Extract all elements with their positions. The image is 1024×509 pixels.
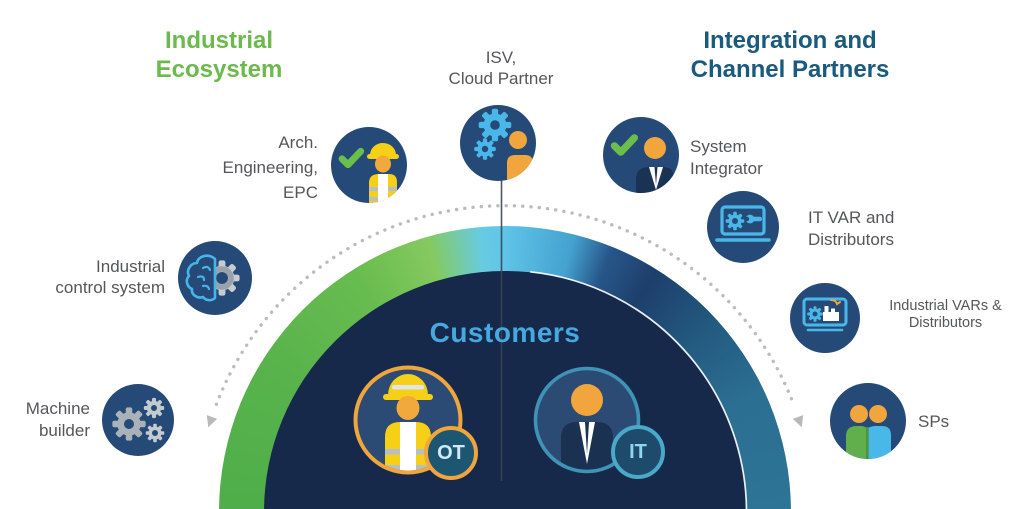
label-line: Engineering, xyxy=(222,158,318,177)
label-line: control system xyxy=(55,278,165,297)
ot-badge: OT xyxy=(424,426,478,480)
gears-person-icon xyxy=(460,105,536,181)
gears-icon xyxy=(102,384,174,456)
node-label-isv: ISV, Cloud Partner xyxy=(401,47,601,89)
node-label-arch-engineering-epc: Arch. Engineering, EPC xyxy=(158,130,318,205)
node-label-industrial-control-system: Industrial control system xyxy=(5,256,165,298)
title-industrial-ecosystem: Industrial Ecosystem xyxy=(69,26,369,84)
node-label-sps: SPs xyxy=(918,411,949,433)
label-line: Industrial xyxy=(96,257,165,276)
monitor-gear-factory-icon xyxy=(790,283,860,353)
arrowhead-right-icon xyxy=(792,415,804,428)
brain-gear-icon xyxy=(178,241,252,315)
check-worker-icon xyxy=(331,127,407,203)
title-line: Ecosystem xyxy=(155,56,283,83)
label-line: IT VAR and xyxy=(808,208,895,227)
title-line: Integration and xyxy=(703,27,877,54)
label-line: Integrator xyxy=(690,159,763,178)
customers-label: Customers xyxy=(429,317,581,348)
two-people-icon xyxy=(830,383,906,459)
it-badge: IT xyxy=(611,425,665,479)
label-line: Cloud Partner xyxy=(448,69,554,88)
check-person-icon xyxy=(603,117,679,193)
label-line: ISV, xyxy=(485,48,517,67)
title-integration-channel-partners: Integration and Channel Partners xyxy=(640,26,940,84)
node-label-industrial-vars-distributors: Industrial VARs & Distributors xyxy=(853,298,1024,332)
node-label-machine-builder: Machine builder xyxy=(0,398,90,442)
label-line: EPC xyxy=(283,183,318,202)
label-line: builder xyxy=(38,421,90,440)
label-line: Distributors xyxy=(908,315,983,331)
arrowhead-left-icon xyxy=(206,415,218,428)
node-label-system-integrator: System Integrator xyxy=(690,136,840,180)
label-line: Arch. xyxy=(278,133,318,152)
label-line: Distributors xyxy=(808,230,894,249)
label-line: Industrial VARs & xyxy=(889,298,1002,314)
laptop-gear-wrench-icon xyxy=(707,191,779,263)
title-line: Industrial xyxy=(164,27,273,54)
node-label-it-var-distributors: IT VAR and Distributors xyxy=(808,207,958,251)
label-line: Machine xyxy=(25,399,90,418)
label-line: SPs xyxy=(918,412,950,431)
title-line: Channel Partners xyxy=(690,56,890,83)
label-line: System xyxy=(690,137,747,156)
